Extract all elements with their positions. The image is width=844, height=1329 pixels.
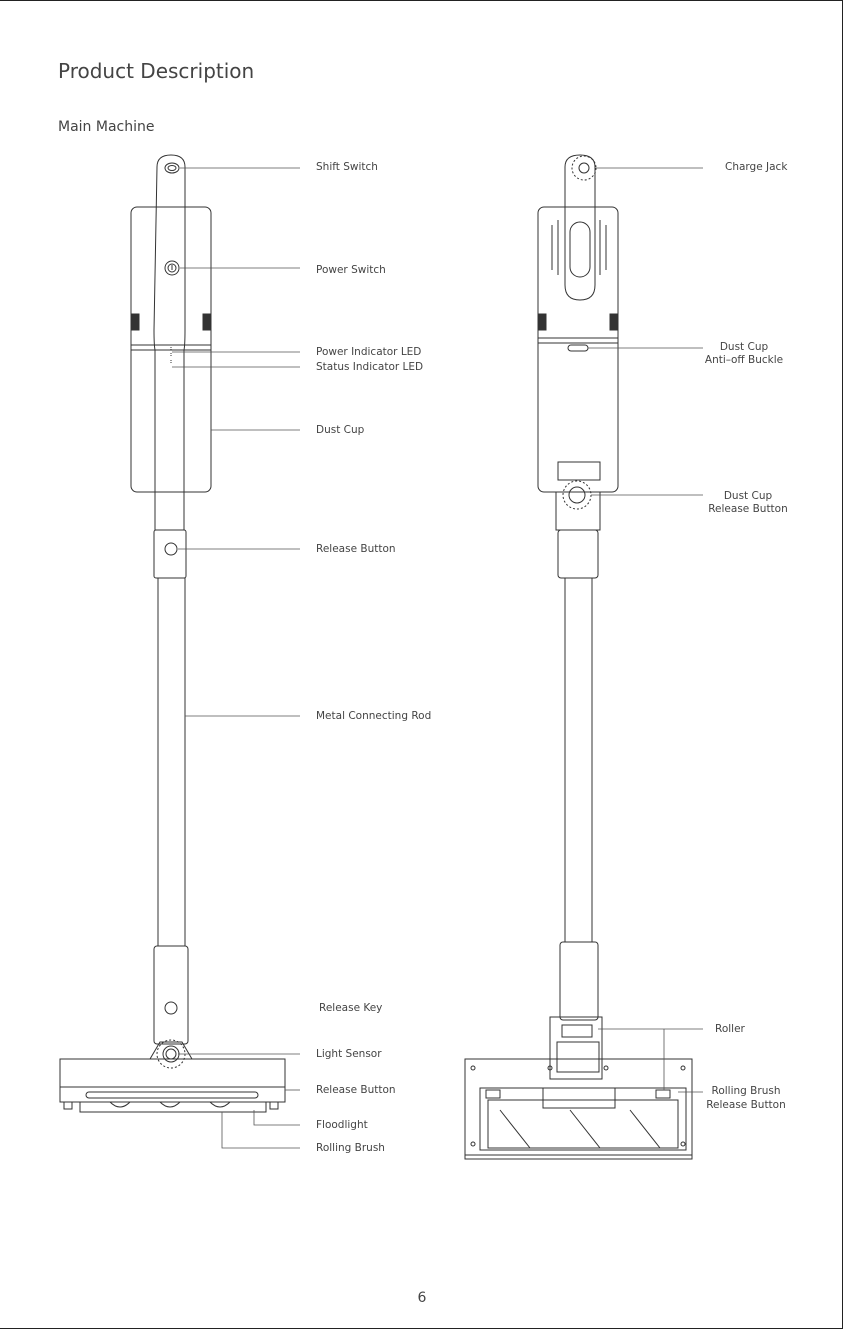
front-floor-head — [59, 1058, 286, 1103]
label-status-indicator-led: Status Indicator LED — [316, 361, 424, 373]
back-view-drawing — [464, 154, 693, 1160]
label-charge-jack: Charge Jack — [725, 161, 788, 173]
label-power-indicator-led: Power Indicator LED — [316, 346, 422, 358]
label-rolling-brush-release-line2: Release Button — [706, 1099, 786, 1111]
power-switch-icon — [164, 260, 180, 276]
page-number: 6 — [417, 1290, 427, 1306]
label-rolling-brush: Rolling Brush — [316, 1142, 385, 1154]
front-leader-lines — [172, 167, 300, 1149]
label-rolling-brush-release-line1: Rolling Brush — [711, 1085, 781, 1097]
label-power-switch: Power Switch — [316, 264, 386, 276]
label-metal-connecting-rod: Metal Connecting Rod — [316, 710, 432, 722]
back-floor-head — [464, 1058, 693, 1160]
label-release-key: Release Key — [319, 1002, 383, 1014]
label-floodlight: Floodlight — [316, 1119, 368, 1131]
label-release-button-upper: Release Button — [316, 543, 396, 555]
label-release-button-lower: Release Button — [316, 1084, 396, 1096]
label-light-sensor: Light Sensor — [316, 1048, 382, 1060]
label-shift-switch: Shift Switch — [316, 161, 378, 173]
page-title: Product Description — [58, 59, 255, 83]
front-view-drawing — [59, 154, 286, 1113]
back-handle — [564, 154, 596, 301]
release-button-icon — [164, 542, 178, 556]
label-dust-cup: Dust Cup — [316, 424, 365, 436]
label-dust-cup-release-line2: Release Button — [708, 503, 788, 515]
label-dust-cup-anti-off-line2: Anti–off Buckle — [704, 354, 784, 366]
front-handle — [153, 154, 186, 531]
label-roller: Roller — [715, 1023, 745, 1035]
label-dust-cup-release-line1: Dust Cup — [723, 490, 773, 502]
shift-switch-icon — [164, 162, 180, 174]
section-subtitle: Main Machine — [58, 119, 155, 135]
back-leader-lines — [588, 167, 703, 1093]
label-dust-cup-anti-off-line1: Dust Cup — [719, 341, 769, 353]
metal-rod — [157, 577, 186, 947]
charge-jack-icon — [571, 155, 597, 181]
